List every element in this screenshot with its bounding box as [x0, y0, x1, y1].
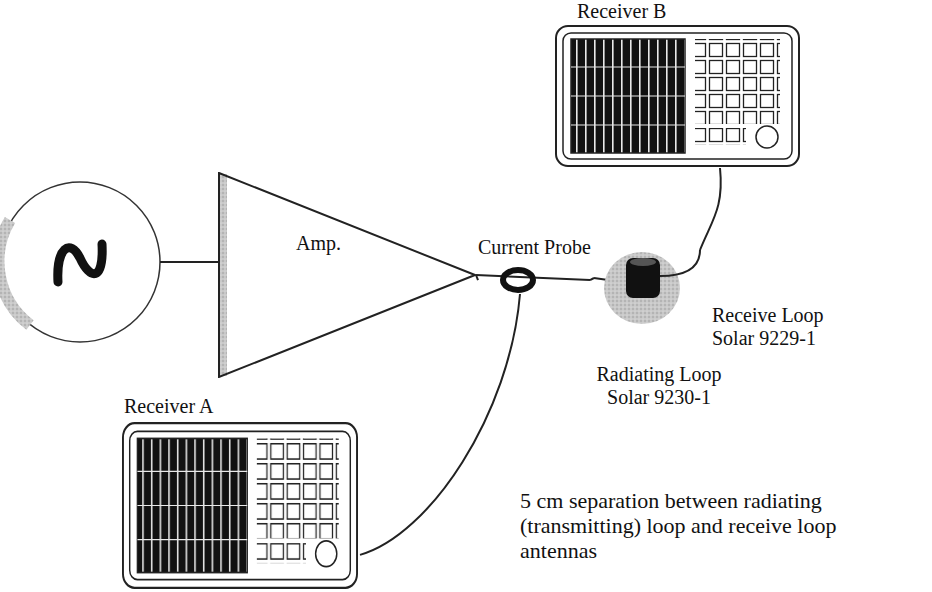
generator-wire	[160, 261, 218, 263]
receiver-box: Receiver B	[555, 0, 805, 168]
receiver-b-instrument	[556, 26, 799, 166]
node-label: Amp.	[296, 232, 341, 255]
cable	[360, 294, 520, 555]
node-label: Radiating Loop Solar 9230-1	[594, 363, 724, 409]
amplifier-triangle: Amp.	[218, 172, 476, 378]
radiating-loop	[604, 252, 680, 324]
receiver-a-instrument	[123, 423, 357, 588]
receive-loop	[626, 258, 660, 298]
signal-generator	[0, 182, 160, 342]
cable	[476, 275, 478, 280]
current-probe: Current Probe	[478, 236, 590, 294]
note-text: 5 cm separation between radiating (trans…	[520, 488, 865, 563]
node-label: Current Probe	[478, 236, 591, 259]
node-label: Receiver B	[577, 0, 666, 23]
node-label: Receive Loop Solar 9229-1	[712, 304, 837, 350]
receive-cable	[660, 250, 700, 276]
receive-loop-antenna: Receive Loop Solar 9229-1	[622, 250, 862, 350]
amplifier-outline	[218, 172, 476, 378]
receiver-box: Receiver A	[122, 395, 360, 590]
radiating-loop-antenna: Radiating Loop Solar 9230-1	[594, 245, 724, 410]
cable	[700, 168, 721, 250]
cable	[590, 278, 594, 280]
node-label: Receiver A	[124, 395, 213, 418]
current-probe-ring	[503, 270, 533, 290]
